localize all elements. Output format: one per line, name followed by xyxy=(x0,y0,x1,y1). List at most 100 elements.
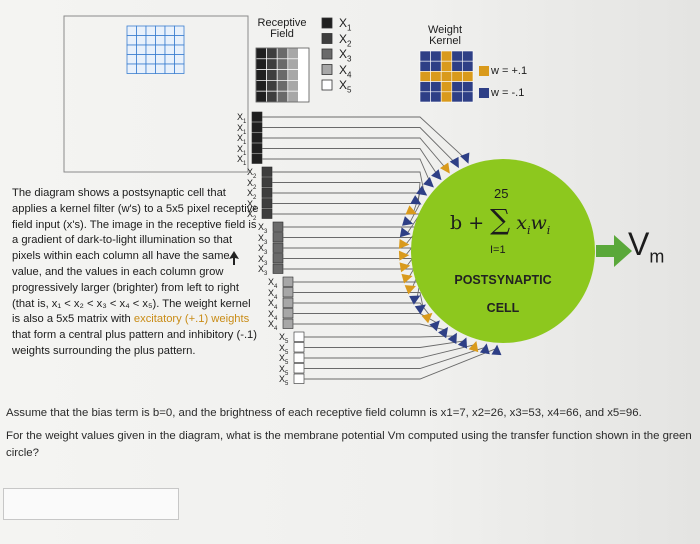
inhibitory-synapse xyxy=(429,320,440,332)
pixel-cell xyxy=(174,63,185,74)
weight-kernel-cell xyxy=(430,71,442,82)
receptive-field-pixel xyxy=(255,80,267,92)
answer-input[interactable] xyxy=(3,488,179,520)
mouse-cursor-icon xyxy=(229,251,239,265)
input-label-subscript: 3 xyxy=(264,249,268,256)
input-label-subscript: 3 xyxy=(264,239,268,246)
weight-kernel-cell xyxy=(430,81,442,93)
input-label: X1 xyxy=(237,155,246,169)
x-legend-label: X2 xyxy=(339,33,351,50)
output-label: Vm xyxy=(628,228,664,272)
weight-kernel-cell xyxy=(430,91,442,103)
input-connection-line xyxy=(304,347,498,380)
excitatory-synapse xyxy=(421,312,433,324)
input-label-subscript: 2 xyxy=(253,205,257,212)
excitatory-synapse xyxy=(398,238,410,249)
x-legend-subscript: 1 xyxy=(347,23,352,33)
input-label-letter: X xyxy=(247,177,254,188)
input-label: X2 xyxy=(247,189,256,203)
input-connection-line xyxy=(293,323,446,331)
input-label-letter: X xyxy=(258,232,265,243)
input-label-subscript: 1 xyxy=(243,150,247,157)
description-paragraph: The diagram shows a postsynaptic cell th… xyxy=(12,186,260,360)
input-pixel xyxy=(282,297,294,308)
input-label-letter: X xyxy=(247,209,254,219)
input-connection-line xyxy=(262,116,468,161)
input-connection-line xyxy=(262,158,432,186)
input-connection-line xyxy=(262,148,440,178)
input-pixel xyxy=(261,198,273,209)
inhibitory-synapse xyxy=(479,343,490,355)
x-legend-label: X1 xyxy=(339,17,351,34)
input-pixel xyxy=(261,187,273,198)
x-legend-letter: X xyxy=(339,16,348,30)
input-label-letter: X xyxy=(268,277,275,287)
x-legend-label: X3 xyxy=(339,48,351,65)
x-legend-swatch xyxy=(321,64,333,75)
input-label: X2 xyxy=(247,177,257,193)
input-connection-line xyxy=(283,258,421,278)
input-pixel xyxy=(272,232,284,243)
description-text-1: The diagram shows a postsynaptic cell th… xyxy=(12,187,259,310)
input-label: X3 xyxy=(258,223,267,237)
receptive-field-pixel xyxy=(287,47,299,60)
pixel-cell xyxy=(136,63,147,74)
x-legend-swatch xyxy=(321,48,333,60)
input-pixel xyxy=(272,263,284,274)
inhibitory-synapse xyxy=(409,295,421,305)
input-label: X2 xyxy=(247,168,256,182)
input-label-letter: X xyxy=(279,342,286,353)
pixel-cell xyxy=(155,25,166,36)
x-legend-subscript: 4 xyxy=(347,69,352,79)
input-label: X3 xyxy=(258,254,267,269)
input-pixel xyxy=(293,363,305,374)
input-connection-line xyxy=(293,313,438,324)
input-label: X5 xyxy=(279,354,288,368)
input-label-subscript: 2 xyxy=(253,184,257,191)
input-connection-line xyxy=(272,192,421,213)
x-legend xyxy=(321,17,333,91)
weight-kernel-cell xyxy=(440,81,453,93)
input-label: X1 xyxy=(237,113,246,127)
sum-upper-limit: 25 xyxy=(494,186,509,201)
input-pixel xyxy=(272,253,284,264)
receptive-field-pixel xyxy=(255,90,267,103)
input-pixel xyxy=(293,352,305,363)
input-label: X4 xyxy=(268,299,277,313)
input-label: X4 xyxy=(268,309,278,324)
input-connection-line xyxy=(293,302,431,316)
input-label-letter: X xyxy=(237,112,244,122)
inhibitory-synapse xyxy=(447,332,457,345)
input-label-subscript: 3 xyxy=(264,270,268,277)
input-pixel xyxy=(282,287,294,298)
pixel-cell xyxy=(155,35,166,46)
input-label: X1 xyxy=(237,144,247,159)
receptive-field-pixel xyxy=(266,80,278,92)
x-legend-swatch xyxy=(321,79,333,91)
pixel-cell xyxy=(126,63,137,74)
weight-kernel-cell xyxy=(440,60,453,72)
input-label-subscript: 4 xyxy=(274,315,278,322)
inhibitory-synapse xyxy=(438,327,449,339)
weight-legend-negative: w = -.1 xyxy=(491,87,525,99)
receptive-field-title: Receptive Field xyxy=(257,17,307,40)
pixel-cell xyxy=(145,63,156,74)
input-label-subscript: 5 xyxy=(285,349,289,356)
output-v: V xyxy=(628,226,650,262)
input-label: X3 xyxy=(258,244,267,258)
pixel-cell xyxy=(164,54,175,65)
input-pixel xyxy=(261,166,273,177)
x-subscript: i xyxy=(526,223,531,237)
w-term: w xyxy=(530,212,547,234)
sum-lower-limit: I=1 xyxy=(490,244,506,256)
receptive-field-pixel xyxy=(287,80,299,92)
receptive-field-pixel xyxy=(287,90,299,103)
sigma-symbol: ∑ xyxy=(490,203,511,236)
input-pixel xyxy=(251,143,263,154)
excitatory-synapse xyxy=(405,205,417,215)
question-line-1: Assume that the bias term is b=0, and th… xyxy=(6,407,642,419)
diagram xyxy=(63,15,632,384)
pixel-cell xyxy=(126,44,137,55)
receptive-field-pixel xyxy=(298,80,310,92)
